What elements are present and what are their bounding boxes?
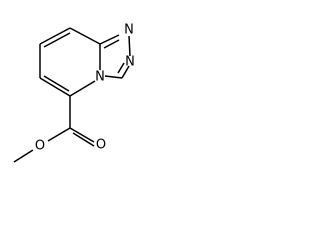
bond-o-ester-methyl: [13, 149, 34, 163]
atom-label-o-ester: O: [35, 139, 45, 154]
atom-label-o-carbonyl: O: [96, 138, 106, 153]
chemical-structure: N N N O O: [13, 23, 135, 163]
atom-label-n4: N: [95, 70, 105, 85]
ester-group: [13, 96, 95, 163]
bond-c8a-n1-double: [103, 39, 120, 49]
bond-carbonyl-c-o-ester: [47, 127, 71, 142]
atom-label-n1: N: [124, 23, 134, 38]
bond-n1-n2: [128, 35, 131, 57]
bond-c6-c5-double: [43, 75, 70, 92]
bond-carbonyl-c-o-double: [72, 132, 95, 147]
bond-c8-c8a: [69, 27, 101, 45]
pyridine-ring: [39, 27, 101, 97]
triazole-ring: [99, 34, 131, 79]
bond-n2-c3-double: [117, 62, 125, 74]
bond-c8-c7-double: [43, 32, 71, 48]
bond-c5-n4: [69, 80, 96, 97]
bond-c8-c7: [39, 27, 71, 45]
atom-labels: N N N O O: [35, 23, 135, 154]
bond-c8a-n1: [99, 34, 120, 45]
bond-c6-c5: [39, 77, 71, 97]
bond-c3-n4: [104, 75, 123, 79]
bond-n2-c3: [121, 65, 130, 79]
atom-label-n2: N: [125, 55, 135, 70]
bond-carbonyl-c-o: [69, 127, 95, 143]
